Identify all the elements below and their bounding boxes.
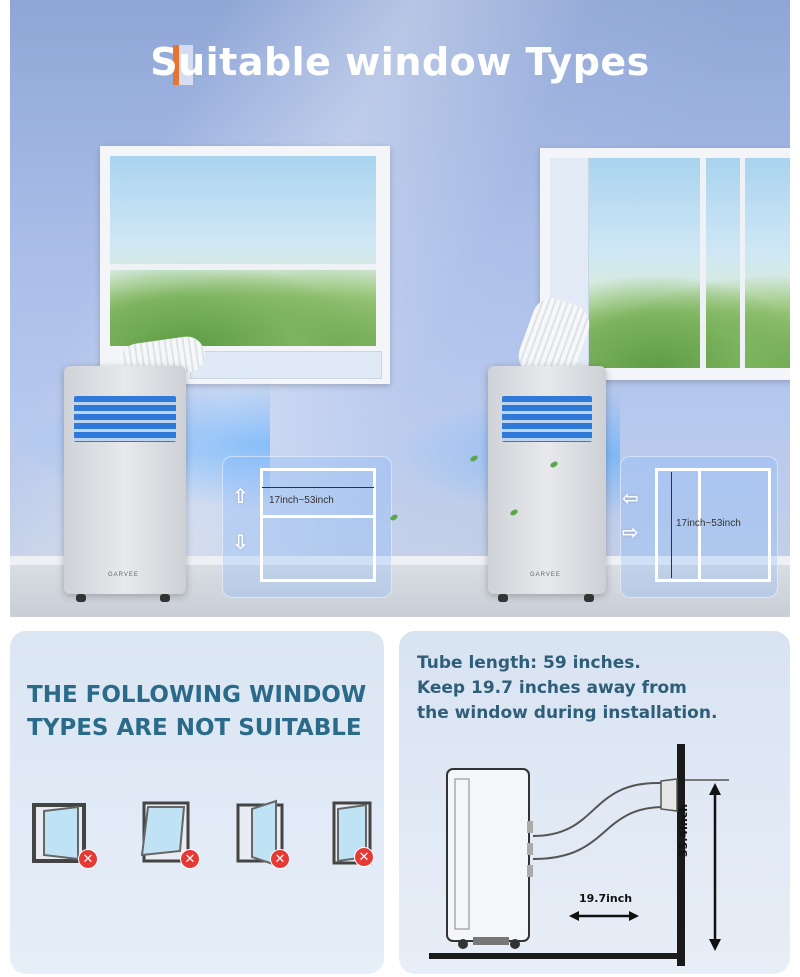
right-kit-measurement: 17inch~53inch (676, 518, 741, 529)
right-ac-brand: GARVEE (530, 572, 561, 578)
left-ac-vent (74, 396, 176, 442)
not-allowed-icon: ✕ (354, 847, 374, 867)
awning-window-icon: ✕ (138, 799, 200, 869)
height-label: 35.4inch (677, 803, 690, 857)
arrow-right-icon: ⇨ (622, 522, 639, 544)
arrow-left-icon: ⇦ (622, 488, 639, 510)
left-ac-brand: GARVEE (108, 572, 139, 578)
arrow-up-icon: ⇧ (232, 486, 249, 508)
distance-label: 19.7inch (579, 892, 633, 905)
installation-card: Tube length: 59 inches. Keep 19.7 inches… (399, 631, 790, 974)
right-ac-vent (502, 396, 592, 442)
side-hung-window-icon: ✕ (232, 799, 290, 869)
right-window-kit (655, 468, 771, 582)
left-kit-measurement: 17inch~53inch (269, 495, 334, 506)
page-title: Suitable window Types (150, 40, 650, 84)
not-suitable-heading: THE FOLLOWING WINDOW TYPES ARE NOT SUITA… (27, 682, 367, 741)
installation-note: Tube length: 59 inches. Keep 19.7 inches… (417, 653, 718, 723)
right-portable-ac: GARVEE (488, 366, 606, 594)
hero-scene: Suitable window Types GARVEE 17inch~53in… (10, 0, 790, 617)
tilt-window-icon: ✕ (326, 799, 384, 869)
casement-window-icon: ✕ (32, 799, 98, 869)
not-suitable-card: THE FOLLOWING WINDOW TYPES ARE NOT SUITA… (10, 631, 384, 974)
left-portable-ac: GARVEE (64, 366, 186, 594)
not-allowed-icon: ✕ (180, 849, 200, 869)
arrow-down-icon: ⇩ (232, 532, 249, 554)
not-allowed-icon: ✕ (78, 849, 98, 869)
installation-diagram (429, 744, 729, 966)
left-window-kit (260, 468, 376, 582)
not-allowed-icon: ✕ (270, 849, 290, 869)
title-accent-bar (173, 45, 179, 85)
left-window (100, 146, 390, 384)
left-kit-callout (222, 456, 392, 598)
